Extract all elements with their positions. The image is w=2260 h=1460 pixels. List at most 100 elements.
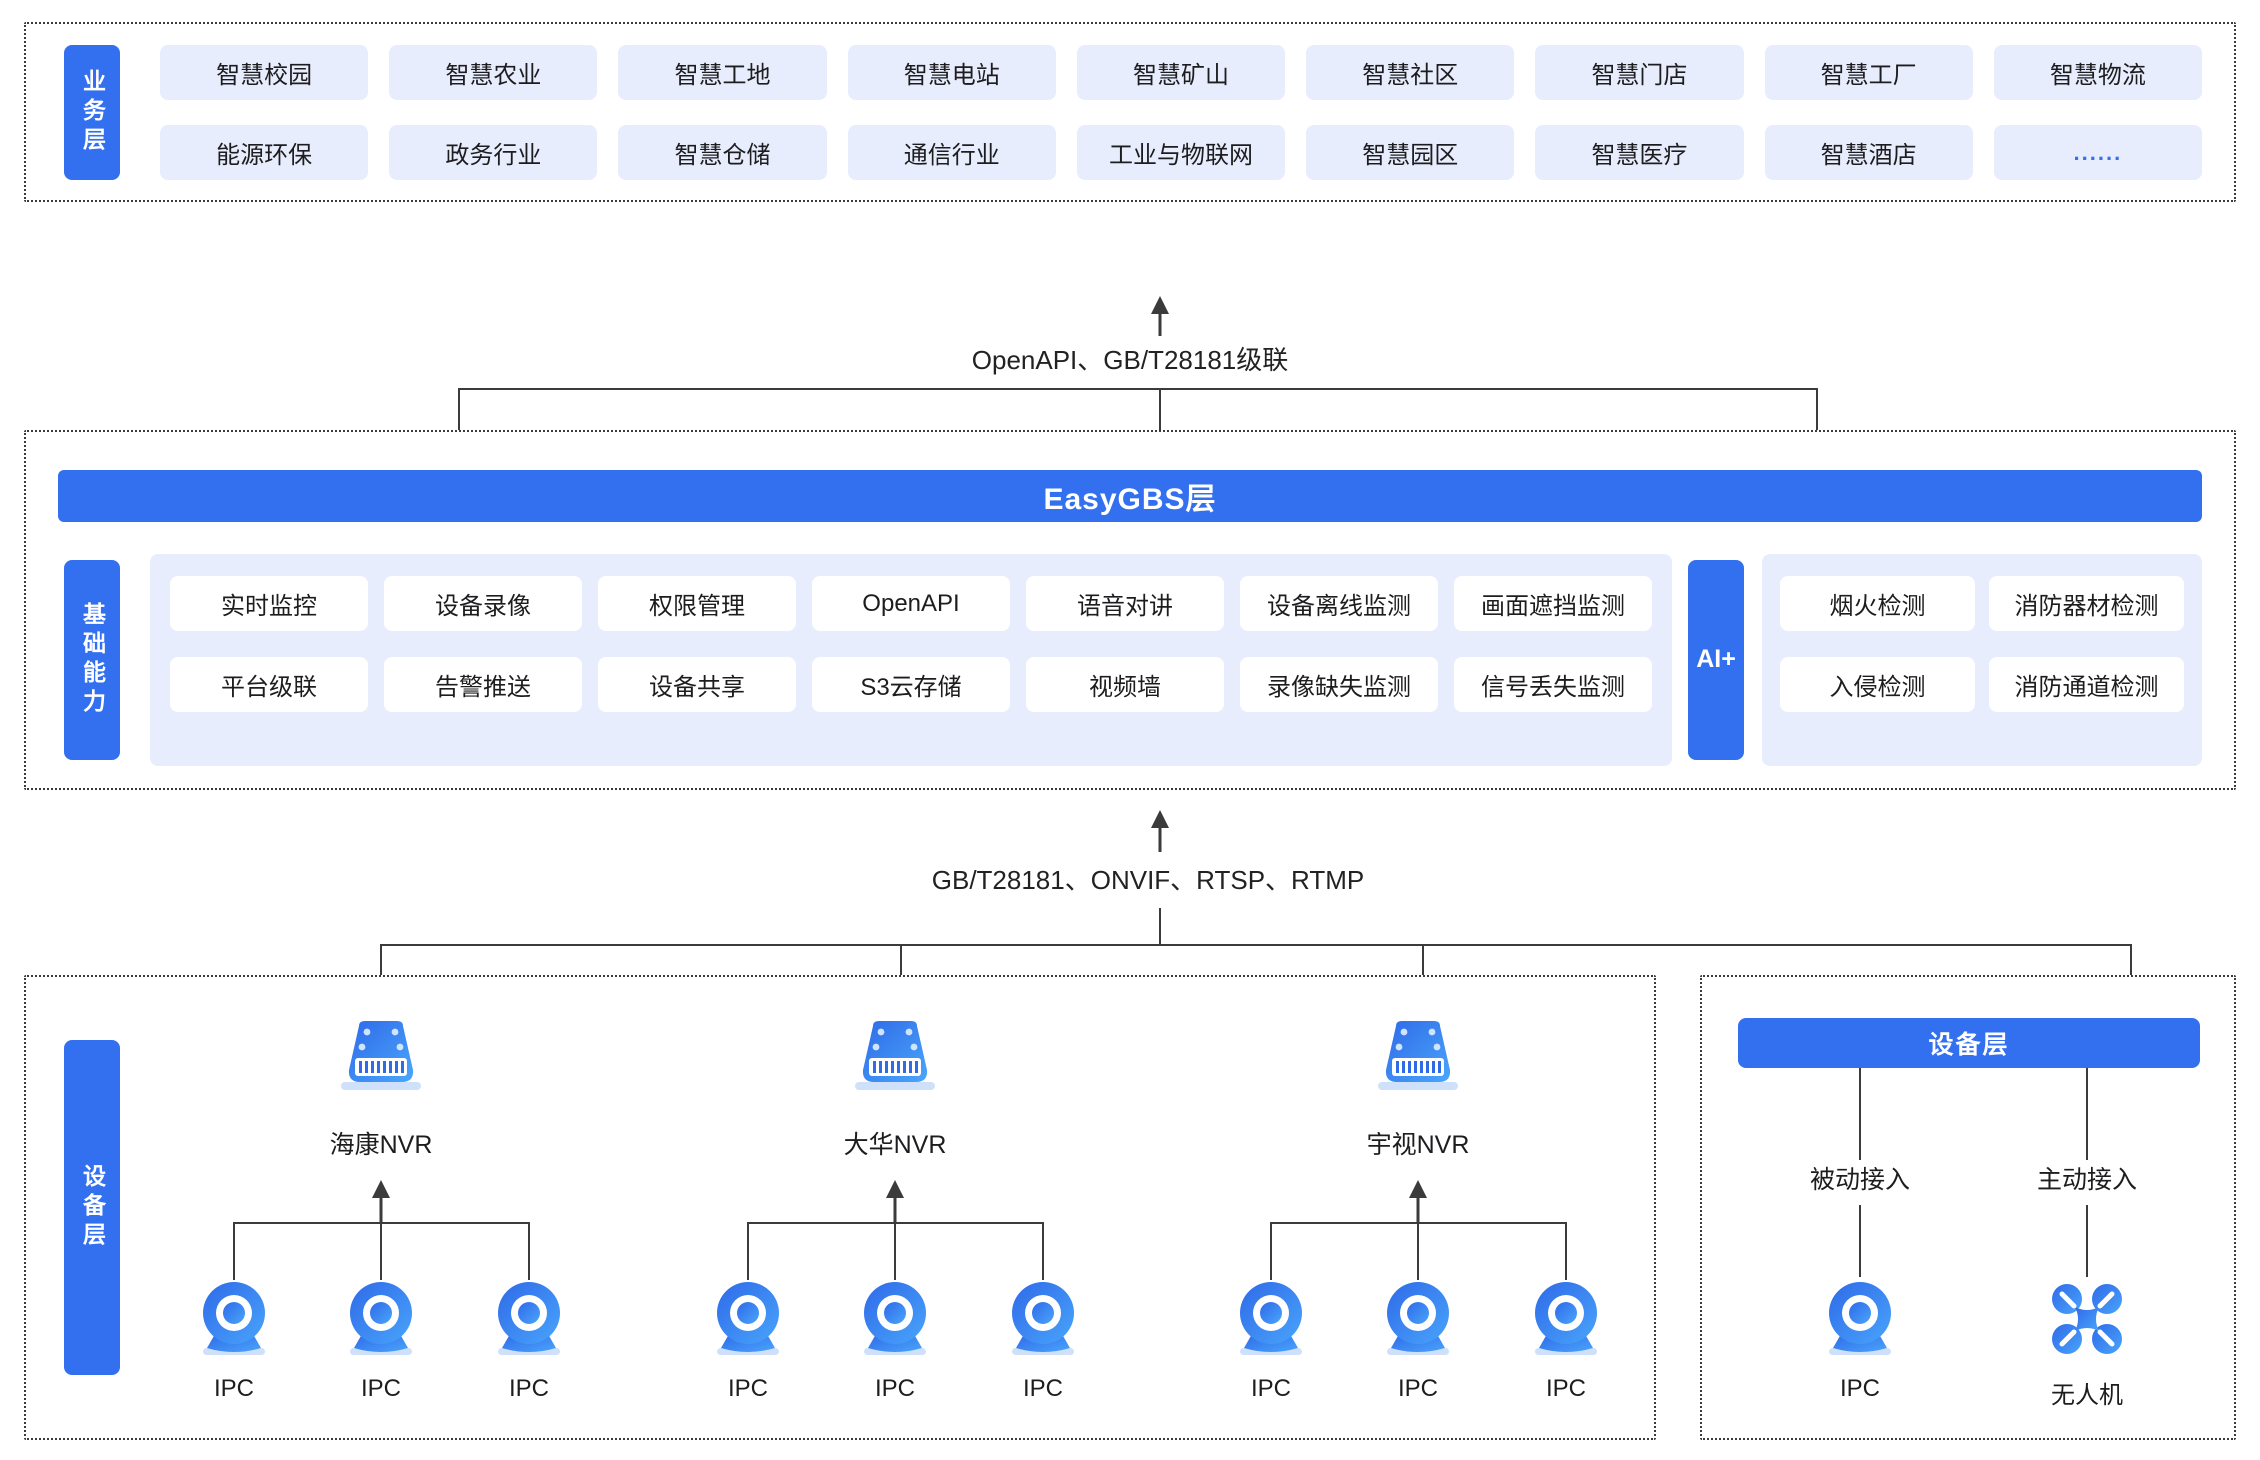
connector-line [380,944,2132,946]
basic-capability-chip[interactable]: 实时监控 [170,576,368,631]
business-layer-chip-grid: 智慧校园 智慧农业 智慧工地 智慧电站 智慧矿山 智慧社区 智慧门店 智慧工厂 … [160,45,2202,180]
basic-capability-tab: 基础能力 [64,560,120,760]
ipc-camera-icon [1527,1280,1605,1358]
nvr-uplink-arrow [1409,1180,1427,1224]
easygbs-bar-label: EasyGBS层 [1043,483,1217,516]
connector-line [1816,388,1818,466]
basic-capability-chip[interactable]: 设备共享 [598,657,796,712]
connector-line [1159,908,1161,946]
basic-capability-chip[interactable]: 权限管理 [598,576,796,631]
uplink-arrow-top [1151,296,1169,336]
ai-plus-tab-label: AI+ [1696,645,1736,674]
device-layer-bar-label: 设备层 [1928,1031,2010,1059]
connector-line [1859,1205,1861,1277]
ipc-camera-icon [856,1280,934,1358]
basic-capability-chip[interactable]: 语音对讲 [1026,576,1224,631]
connector-line [458,388,1818,390]
nvr-label: 海康NVR [329,1131,433,1159]
ipc-camera-icon [342,1280,420,1358]
basic-capability-tab-label: 基础能力 [79,602,106,718]
connector-line [458,388,460,466]
connector-line [233,1222,235,1280]
ipc-label: IPC [1397,1375,1439,1402]
business-chip[interactable]: 智慧工地 [618,45,827,100]
business-chip[interactable]: 智慧物流 [1993,45,2202,100]
business-layer-tab: 业务层 [64,45,120,180]
access-mode-label: 主动接入 [2036,1166,2138,1194]
connector-line [894,1222,896,1280]
device-layer-panel-left [24,975,1656,1440]
ipc-camera-icon [1232,1280,1310,1358]
basic-capability-chip[interactable]: 平台级联 [170,657,368,712]
basic-capability-chip[interactable]: 信号丢失监测 [1454,657,1652,712]
connector-line [1270,1222,1272,1280]
access-mode-label: 被动接入 [1809,1166,1911,1194]
nvr-uplink-arrow [886,1180,904,1224]
business-chip[interactable]: 政务行业 [389,125,598,180]
connector-line [528,1222,530,1280]
connector-line [1042,1222,1044,1280]
easygbs-bar[interactable]: EasyGBS层 [58,470,2202,522]
business-chip[interactable]: 智慧园区 [1306,125,1515,180]
basic-capability-chip[interactable]: S3云存储 [812,657,1010,712]
business-chip-ellipsis[interactable]: ...... [1993,125,2202,180]
ipc-label: IPC [874,1375,916,1402]
connector-line [747,1222,749,1280]
ipc-camera-icon [1821,1280,1899,1358]
nvr-icon [1370,1020,1466,1094]
ipc-label: IPC [1839,1375,1881,1402]
ipc-camera-icon [709,1280,787,1358]
business-chip[interactable]: 智慧仓储 [618,125,827,180]
connector-label-top: OpenAPI、GB/T28181级联 [971,345,1289,375]
drone-icon [2048,1280,2126,1358]
connector-line [1565,1222,1567,1280]
basic-capability-chip[interactable]: 设备录像 [384,576,582,631]
ipc-label: IPC [360,1375,402,1402]
ipc-camera-icon [490,1280,568,1358]
device-layer-tab: 设备层 [64,1040,120,1375]
ipc-camera-icon [1004,1280,1082,1358]
nvr-icon [333,1020,429,1094]
nvr-label: 大华NVR [843,1131,947,1159]
business-chip[interactable]: 智慧电站 [847,45,1056,100]
connector-label-bottom: GB/T28181、ONVIF、RTSP、RTMP [931,865,1365,895]
ipc-label: IPC [1022,1375,1064,1402]
basic-capability-chip[interactable]: 画面遮挡监测 [1454,576,1652,631]
device-layer-bar[interactable]: 设备层 [1738,1018,2200,1068]
business-layer-tab-label: 业务层 [79,69,106,156]
business-chip[interactable]: 智慧酒店 [1764,125,1973,180]
ipc-camera-icon [1379,1280,1457,1358]
ai-plus-group: 烟火检测 消防器材检测 入侵检测 消防通道检测 [1762,554,2202,766]
ai-capability-chip[interactable]: 消防器材检测 [1989,576,2184,631]
nvr-uplink-arrow [372,1180,390,1224]
device-layer-tab-label: 设备层 [79,1164,106,1251]
business-chip[interactable]: 工业与物联网 [1076,125,1286,180]
business-chip[interactable]: 智慧农业 [389,45,598,100]
ipc-camera-icon [195,1280,273,1358]
basic-capability-grid: 实时监控 设备录像 权限管理 OpenAPI 语音对讲 设备离线监测 画面遮挡监… [170,576,1652,712]
drone-label: 无人机 [2051,1382,2123,1409]
connector-line [380,1222,382,1280]
business-chip[interactable]: 通信行业 [847,125,1056,180]
business-chip[interactable]: 能源环保 [160,125,369,180]
ipc-label: IPC [213,1375,255,1402]
connector-line [1159,388,1161,442]
business-chip[interactable]: 智慧医疗 [1535,125,1744,180]
basic-capability-chip[interactable]: 告警推送 [384,657,582,712]
basic-capability-chip[interactable]: 录像缺失监测 [1240,657,1438,712]
basic-capability-chip[interactable]: 视频墙 [1026,657,1224,712]
business-chip[interactable]: 智慧矿山 [1076,45,1286,100]
basic-capability-chip[interactable]: OpenAPI [812,576,1010,631]
nvr-label: 宇视NVR [1366,1131,1470,1159]
ipc-label: IPC [1545,1375,1587,1402]
business-chip[interactable]: 智慧门店 [1535,45,1744,100]
ai-capability-chip[interactable]: 烟火检测 [1780,576,1975,631]
ai-capability-chip[interactable]: 入侵检测 [1780,657,1975,712]
ai-capability-chip[interactable]: 消防通道检测 [1989,657,2184,712]
basic-capability-chip[interactable]: 设备离线监测 [1240,576,1438,631]
business-chip[interactable]: 智慧校园 [160,45,369,100]
business-chip[interactable]: 智慧社区 [1306,45,1515,100]
business-chip[interactable]: 智慧工厂 [1764,45,1973,100]
connector-line [1417,1222,1419,1280]
basic-capability-group: 实时监控 设备录像 权限管理 OpenAPI 语音对讲 设备离线监测 画面遮挡监… [150,554,1672,766]
